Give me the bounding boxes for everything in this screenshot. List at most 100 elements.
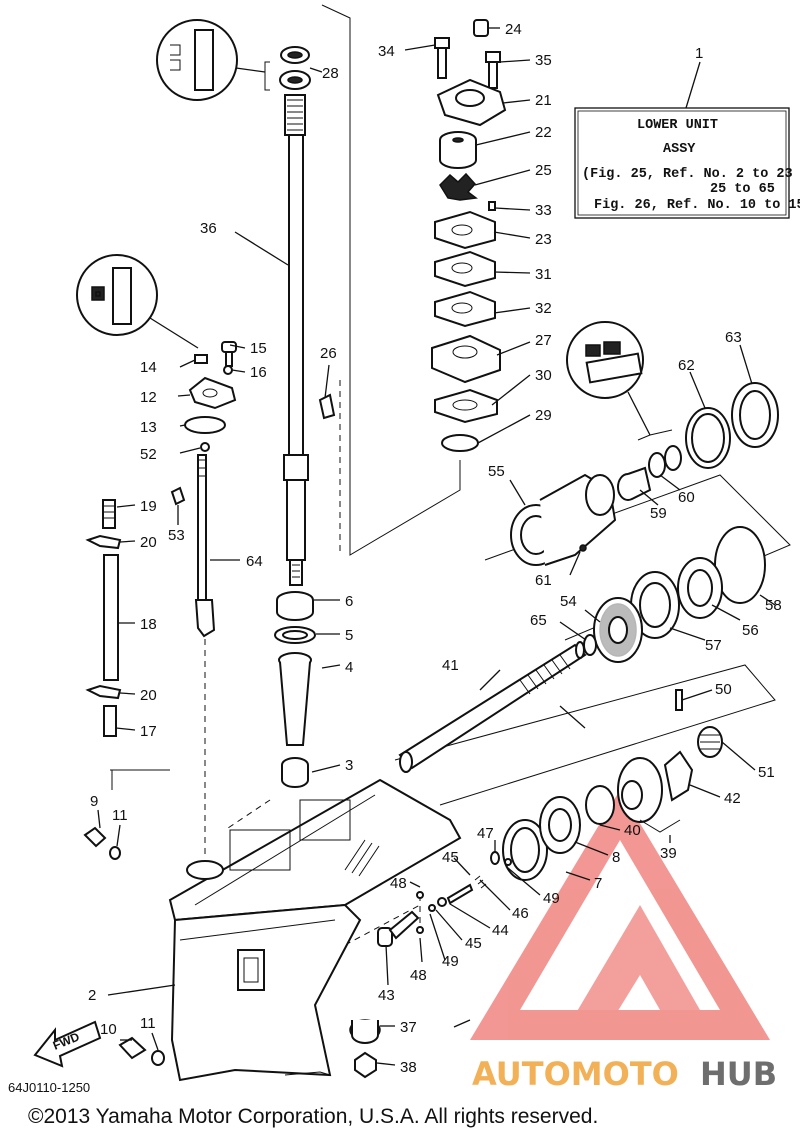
callout-14: 14 [140,359,157,376]
callout-60: 60 [678,489,695,506]
callout-39: 39 [660,845,677,862]
callout-26: 26 [320,345,337,362]
callout-20b: 20 [140,687,157,704]
callout-59: 59 [650,505,667,522]
callout-48b: 48 [410,967,427,984]
detail-circle-grease-2 [76,254,199,349]
callout-5: 5 [345,627,353,644]
callout-33: 33 [535,202,552,219]
gear-parts [583,526,766,663]
watermark-text: AUTOMOTO HUB [472,1055,777,1093]
callout-45b: 45 [465,935,482,952]
info-box-line-2: ASSY [663,142,696,157]
callout-50: 50 [715,681,732,698]
propeller-shaft [398,641,587,773]
callout-30: 30 [535,367,552,384]
watermark-text-1: AUTOMOTO [472,1055,679,1093]
callout-54: 54 [560,593,577,610]
callout-4: 4 [345,659,353,676]
callout-56: 56 [742,622,759,639]
callout-46: 46 [512,905,529,922]
callout-34: 34 [378,43,395,60]
callout-63: 63 [725,329,742,346]
callout-28: 28 [322,65,339,82]
detail-circle-grease-1 [156,19,266,101]
callout-22: 22 [535,124,552,141]
callout-58: 58 [765,597,782,614]
watermark-text-2: HUB [700,1055,777,1093]
watermark-logo [470,790,770,1040]
callout-48a: 48 [390,875,407,892]
callout-18: 18 [140,616,157,633]
callout-43: 43 [378,987,395,1004]
callout-15: 15 [250,340,267,357]
callout-42: 42 [724,790,741,807]
callout-32: 32 [535,300,552,317]
callout-53: 53 [168,527,185,544]
callout-35: 35 [535,52,552,69]
info-box-line-5: Fig. 26, Ref. No. 10 to 15) [594,198,800,213]
callout-29: 29 [535,407,552,424]
driveshaft [283,94,309,586]
water-pump-parts [431,19,507,452]
callout-12: 12 [140,389,157,406]
callout-38: 38 [400,1059,417,1076]
callout-16: 16 [250,364,267,381]
shift-plunger-parts [349,851,512,1079]
callout-36: 36 [200,220,217,237]
callout-2: 2 [88,987,96,1004]
callout-61: 61 [535,572,552,589]
callout-57: 57 [705,637,722,654]
callout-51: 51 [758,764,775,781]
callout-44: 44 [492,922,509,939]
detail-circle-grease-3 [566,321,673,441]
callout-65: 65 [530,612,547,629]
callout-17: 17 [140,723,157,740]
shift-parts [83,341,336,1066]
callout-1: 1 [695,45,703,62]
driveshaft-bearing-parts [274,591,316,788]
callout-47: 47 [477,825,494,842]
callout-41: 41 [442,657,459,674]
callout-49a: 49 [543,890,560,907]
callout-numbers: 2 3 4 5 6 7 8 9 10 11 11 12 13 14 15 16 … [88,21,782,1076]
oil-seals [264,46,323,91]
callout-40: 40 [624,822,641,839]
callout-64: 64 [246,553,263,570]
info-box: 1 LOWER UNIT ASSY (Fig. 25, Ref. No. 2 t… [574,45,800,219]
info-box-line-3: (Fig. 25, Ref. No. 2 to 23 [582,167,793,182]
leader-lines [97,27,776,1066]
callout-20a: 20 [140,534,157,551]
callout-13: 13 [140,419,157,436]
callout-55: 55 [488,463,505,480]
callout-23: 23 [535,231,552,248]
callout-25: 25 [535,162,552,179]
callout-19: 19 [140,498,157,515]
bearing-housing [510,382,779,566]
callout-62: 62 [678,357,695,374]
info-box-line-1: LOWER UNIT [637,118,718,133]
callout-21: 21 [535,92,552,109]
callout-11b: 11 [140,1015,156,1032]
gear-case-housing [168,778,462,1082]
callout-24: 24 [505,21,522,38]
callout-49b: 49 [442,953,459,970]
callout-7: 7 [594,875,602,892]
callout-9: 9 [90,793,98,810]
callout-6: 6 [345,593,353,610]
copyright-text: ©2013 Yamaha Motor Corporation, U.S.A. A… [28,1105,598,1128]
forward-gear-parts [502,689,723,881]
callout-11a: 11 [112,807,128,824]
callout-45a: 45 [442,849,459,866]
figure-code: 64J0110-1250 [8,1080,90,1095]
callout-10: 10 [100,1021,117,1038]
fwd-arrow-icon: FWD [33,1020,102,1068]
callout-27: 27 [535,332,552,349]
callout-8: 8 [612,849,620,866]
info-box-line-4: 25 to 65 [710,182,775,197]
callout-3: 3 [345,757,353,774]
callout-37: 37 [400,1019,417,1036]
callout-52: 52 [140,446,157,463]
callout-31: 31 [535,266,552,283]
